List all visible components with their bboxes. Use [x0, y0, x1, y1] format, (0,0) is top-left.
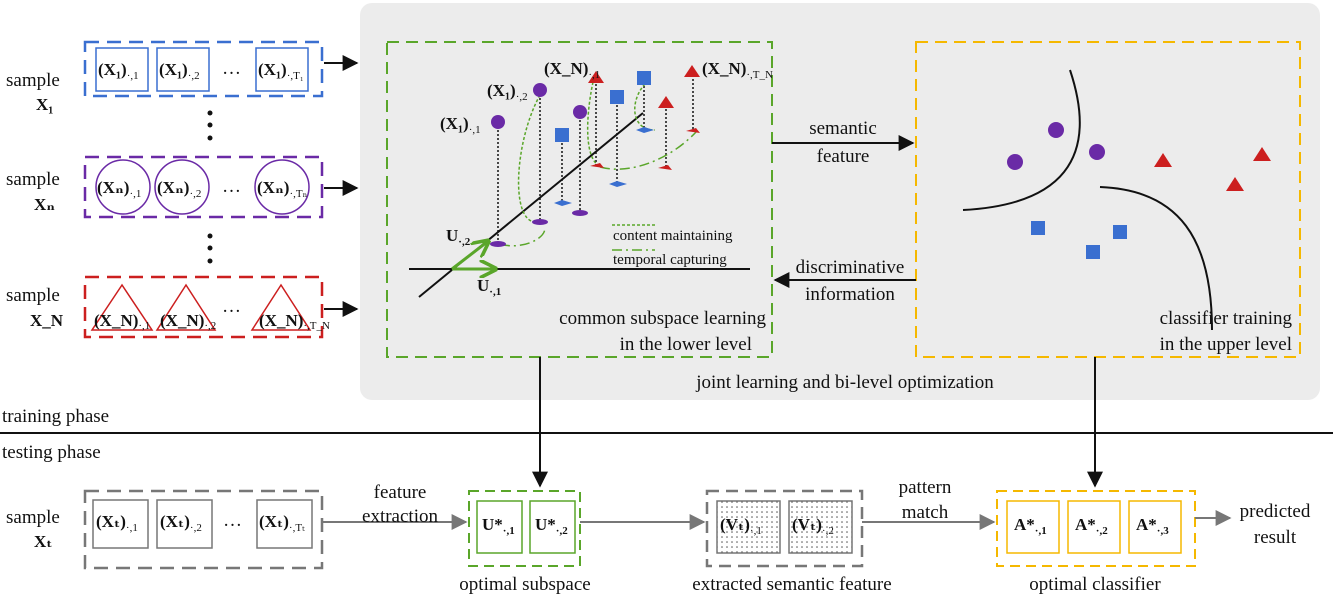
- label-u2: U·,2: [446, 226, 471, 248]
- test-row: sample Xₜ (Xₜ)·,1 (Xₜ)·,2 … (Xₜ)·,Tₜ fea…: [6, 477, 1311, 595]
- svg-text:(Vₜ)·,1: (Vₜ)·,1: [720, 515, 762, 537]
- sample-row-1: sample X₁ (X₁)·,1 (X₁)·,2 … (X₁)·,T₁: [6, 40, 359, 114]
- optimal-subspace-box: [468, 490, 581, 567]
- svg-text:(Xₙ)·,2: (Xₙ)·,2: [157, 178, 201, 200]
- svg-text:(Xₙ)·,1: (Xₙ)·,1: [97, 178, 141, 200]
- svg-text:A*·,2: A*·,2: [1075, 515, 1108, 537]
- svg-text:…: …: [223, 510, 242, 531]
- joint-label: joint learning and bi-level optimization: [695, 372, 994, 393]
- svg-text:in the lower level: in the lower level: [620, 334, 752, 355]
- svg-text:A*·,3: A*·,3: [1136, 515, 1169, 537]
- svg-text:U*·,2: U*·,2: [535, 515, 568, 537]
- svg-text:…: …: [222, 176, 241, 197]
- sample-name: Xₙ: [34, 195, 55, 214]
- svg-text:extraction: extraction: [362, 506, 438, 527]
- svg-text:A*·,1: A*·,1: [1014, 515, 1047, 537]
- semantic-feature-caption: extracted semantic feature: [692, 574, 891, 595]
- testing-phase-label: testing phase: [2, 442, 101, 463]
- predicted-result-label: predicted: [1240, 501, 1311, 522]
- sample-name: X₁: [36, 95, 53, 114]
- svg-text:information: information: [805, 284, 895, 305]
- frame-box: [156, 47, 210, 92]
- joint-learning-panel: [360, 3, 1320, 400]
- sample-points: [491, 65, 700, 142]
- svg-text:(Vₜ)·,2: (Vₜ)·,2: [792, 515, 834, 537]
- svg-text:(X_N)·,1: (X_N)·,1: [94, 311, 150, 332]
- discriminative-label: discriminative: [796, 257, 905, 278]
- legend-temporal: temporal capturing: [613, 252, 727, 268]
- sample-row-N: sample X_N (X_N)·,1 (X_N)·,2 … (X_N)·,T_…: [6, 275, 359, 339]
- semantic-feature-label: semantic: [809, 118, 877, 139]
- semantic-feature-box: [705, 489, 864, 568]
- sample-row-n: sample Xₙ (Xₙ)·,1 (Xₙ)·,2 … (Xₙ)·,Tₙ: [6, 155, 359, 219]
- svg-text:…: …: [222, 296, 241, 317]
- pattern-match-label: pattern: [899, 477, 952, 498]
- u2-vector: [451, 242, 487, 271]
- vertical-dots: [207, 110, 213, 264]
- optimal-subspace-caption: optimal subspace: [459, 574, 590, 595]
- common-subspace-box: (X₁)·,1 (X₁)·,2 (X_N)·,1 (X_N)·,T_N U·,2…: [386, 41, 773, 358]
- classifier-box: classifier training in the upper level: [915, 41, 1301, 358]
- ellipsis: …: [222, 58, 241, 79]
- label-x1-2: (X₁)·,2: [487, 81, 528, 103]
- sample-label: sample: [6, 507, 60, 528]
- svg-text:result: result: [1254, 527, 1297, 548]
- projected-points: [490, 127, 700, 247]
- svg-text:feature: feature: [817, 146, 870, 167]
- training-phase-label: training phase: [2, 406, 109, 427]
- label-xN-T: (X_N)·,T_N: [702, 59, 773, 81]
- sample-label: sample: [6, 285, 60, 306]
- subspace-caption: common subspace learning: [559, 308, 766, 329]
- frame-box: [255, 47, 309, 92]
- svg-text:(Xₜ)·,1: (Xₜ)·,1: [96, 512, 138, 534]
- label-x1-1: (X₁)·,1: [440, 114, 481, 136]
- legend-content: content maintaining: [613, 228, 733, 244]
- label-xN-1: (X_N)·,1: [544, 59, 600, 81]
- frame-label: (X₁)·,T₁: [258, 60, 304, 82]
- svg-text:(Xₜ)·,Tₜ: (Xₜ)·,Tₜ: [259, 512, 305, 534]
- svg-text:in the upper level: in the upper level: [1160, 334, 1292, 355]
- frame-label: (X₁)·,2: [159, 60, 200, 82]
- svg-text:(X_N)·,2: (X_N)·,2: [160, 311, 216, 332]
- sample-label: sample: [6, 70, 60, 91]
- svg-text:(Xₜ)·,2: (Xₜ)·,2: [160, 512, 202, 534]
- sample-name: Xₜ: [34, 532, 53, 551]
- frame-label: (X₁)·,1: [98, 60, 139, 82]
- svg-text:U*·,1: U*·,1: [482, 515, 515, 537]
- label-u1: U·,1: [477, 276, 501, 298]
- svg-text:(Xₙ)·,Tₙ: (Xₙ)·,Tₙ: [257, 178, 308, 200]
- sample-label: sample: [6, 169, 60, 190]
- svg-text:(X_N)·,T_N: (X_N)·,T_N: [259, 311, 330, 332]
- sample-name: X_N: [30, 311, 64, 330]
- classifier-caption: classifier training: [1160, 308, 1293, 329]
- optimal-classifier-caption: optimal classifier: [1029, 574, 1161, 595]
- feature-extraction-label: feature: [374, 482, 427, 503]
- svg-text:match: match: [902, 502, 949, 523]
- frame-box: [95, 47, 149, 92]
- optimal-classifier-box: [996, 490, 1196, 567]
